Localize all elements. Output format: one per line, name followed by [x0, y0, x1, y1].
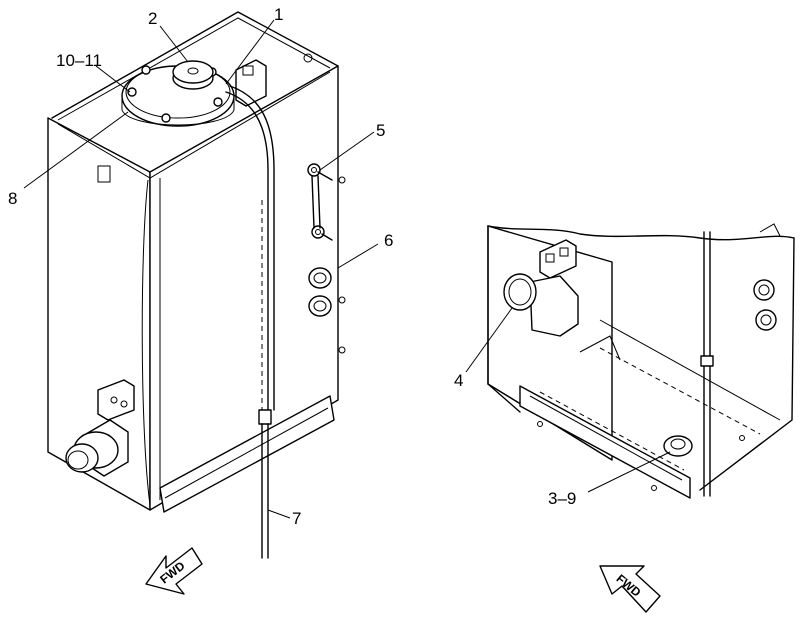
- leader-7: [267, 509, 291, 519]
- callout-5: 5: [376, 121, 385, 140]
- callout-3-9: 3–9: [548, 489, 576, 508]
- drain-plug: [663, 435, 693, 457]
- fwd-arrow-left: FWD: [145, 547, 203, 595]
- tank-assembly: [47, 11, 346, 513]
- leader-1: [225, 19, 275, 85]
- flange-bolt: [141, 65, 151, 75]
- leader-2: [159, 25, 189, 63]
- breather-line: [225, 85, 275, 559]
- callout-6: 6: [384, 231, 393, 250]
- leader-lines-right: [465, 307, 671, 493]
- flange-bolt: [127, 87, 137, 97]
- leader-4: [465, 307, 513, 373]
- leader-10-11: [95, 65, 131, 93]
- leader-lines-left: [23, 19, 379, 519]
- tank-bottom-detail: [487, 223, 795, 499]
- side-ports: [308, 267, 332, 317]
- callout-1: 1: [274, 5, 283, 24]
- flange-bolt: [161, 113, 171, 123]
- leader-6: [337, 243, 379, 269]
- flange-bolt: [213, 97, 223, 107]
- callout-8: 8: [8, 189, 17, 208]
- callout-7: 7: [292, 509, 301, 528]
- outlet-fitting: [65, 379, 135, 477]
- leader-3-9: [587, 451, 671, 493]
- drain-outlet-fitting: [503, 273, 579, 337]
- filler-cap-assembly: [121, 59, 267, 127]
- callout-4: 4: [454, 371, 463, 390]
- callout-2: 2: [148, 9, 157, 28]
- fwd-arrow-right: FWD: [599, 565, 661, 613]
- leader-8: [23, 111, 129, 189]
- leader-5: [319, 131, 375, 171]
- sight-gauge: [307, 163, 333, 241]
- callout-10-11: 10–11: [56, 51, 102, 70]
